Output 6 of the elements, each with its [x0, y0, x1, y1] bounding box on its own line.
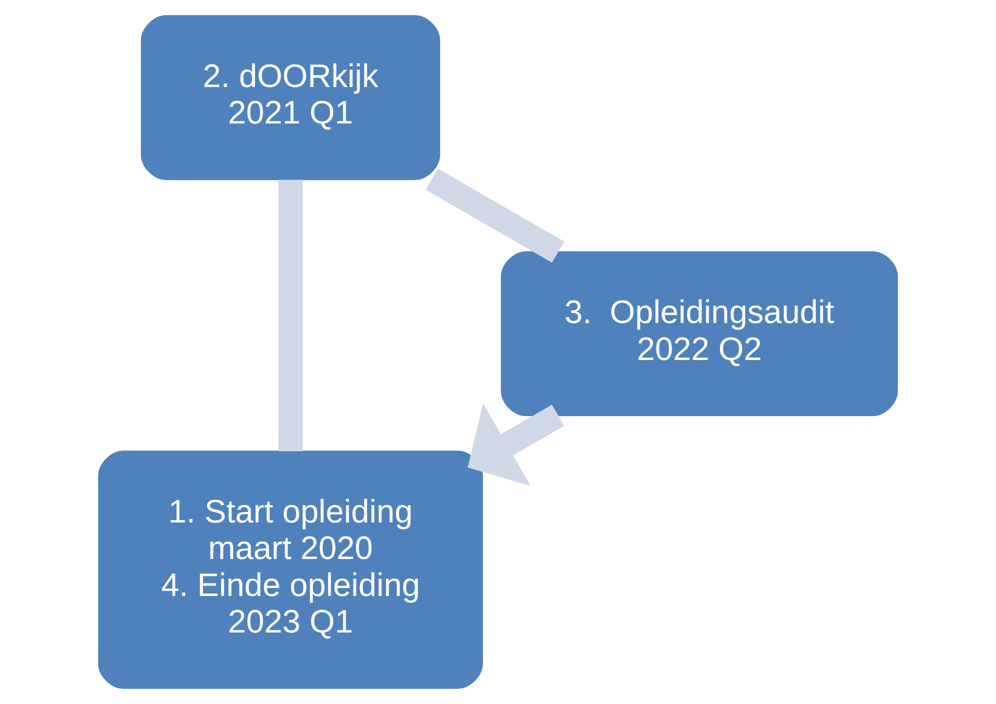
node-box: 1. Start opleiding maart 2020 4. Einde opleiding 2023 Q1 — [98, 450, 483, 689]
node-box: 2. dOORkijk 2021 Q1 — [140, 15, 440, 180]
node-box: 3. Opleidingsaudit 2022 Q2 — [500, 251, 898, 416]
connector — [278, 180, 303, 452]
arrow — [468, 404, 564, 486]
connector — [426, 168, 564, 263]
